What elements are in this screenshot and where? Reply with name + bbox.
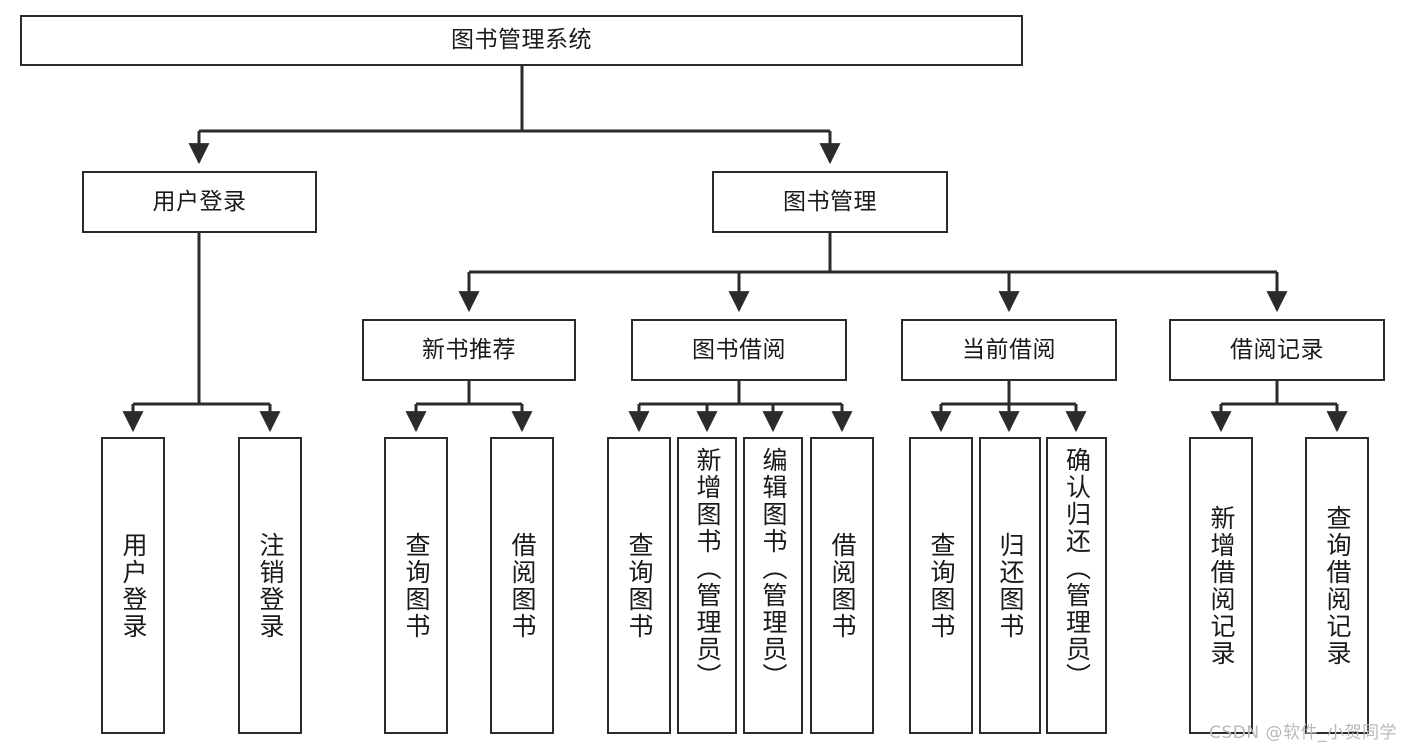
leaf-edit-book[interactable]: 编辑图书（管理员）: [743, 437, 803, 734]
leaf-user-login[interactable]: 用户登录: [101, 437, 165, 734]
node-current-borrow[interactable]: 当前借阅: [901, 319, 1117, 381]
node-label: 确认归还（管理员）: [1062, 447, 1092, 690]
node-label: 用户登录: [152, 188, 247, 215]
node-label: 归还图书: [996, 531, 1025, 640]
node-label: 新增借阅记录: [1207, 504, 1236, 667]
leaf-query-book-borrow[interactable]: 查询图书: [607, 437, 671, 734]
node-book-borrow[interactable]: 图书借阅: [631, 319, 847, 381]
node-label: 图书管理系统: [451, 27, 592, 54]
leaf-query-book-recommend[interactable]: 查询图书: [384, 437, 448, 734]
node-label: 查询借阅记录: [1323, 504, 1352, 667]
node-label: 注销登录: [256, 531, 285, 640]
leaf-return-book[interactable]: 归还图书: [979, 437, 1041, 734]
node-label: 借阅图书: [828, 531, 857, 640]
node-label: 新增图书（管理员）: [693, 447, 722, 690]
node-borrow-record[interactable]: 借阅记录: [1169, 319, 1385, 381]
node-label: 新书推荐: [422, 336, 516, 363]
leaf-borrow-book-borrow[interactable]: 借阅图书: [810, 437, 874, 734]
node-label: 用户登录: [119, 531, 148, 640]
node-label: 当前借阅: [962, 336, 1056, 363]
csdn-watermark: CSDN @软件_小贺同学: [1209, 723, 1397, 743]
node-book-management[interactable]: 图书管理: [712, 171, 948, 233]
node-label: 借阅图书: [508, 531, 537, 640]
node-label: 借阅记录: [1230, 336, 1324, 363]
leaf-query-borrow-record[interactable]: 查询借阅记录: [1305, 437, 1369, 734]
node-label: 图书管理: [783, 188, 877, 215]
node-user-login[interactable]: 用户登录: [82, 171, 317, 233]
leaf-borrow-book-recommend[interactable]: 借阅图书: [490, 437, 554, 734]
node-new-book-recommend[interactable]: 新书推荐: [362, 319, 576, 381]
leaf-query-book-current[interactable]: 查询图书: [909, 437, 973, 734]
leaf-add-book[interactable]: 新增图书（管理员）: [677, 437, 737, 734]
node-label: 查询图书: [625, 531, 654, 640]
node-label: 查询图书: [927, 531, 956, 640]
leaf-add-borrow-record[interactable]: 新增借阅记录: [1189, 437, 1253, 734]
node-label: 图书借阅: [692, 336, 786, 363]
node-label: 编辑图书（管理员）: [759, 447, 788, 690]
node-root-system[interactable]: 图书管理系统: [20, 15, 1023, 66]
node-label: 查询图书: [402, 531, 431, 640]
leaf-confirm-return[interactable]: 确认归还（管理员）: [1046, 437, 1107, 734]
leaf-user-logout[interactable]: 注销登录: [238, 437, 302, 734]
